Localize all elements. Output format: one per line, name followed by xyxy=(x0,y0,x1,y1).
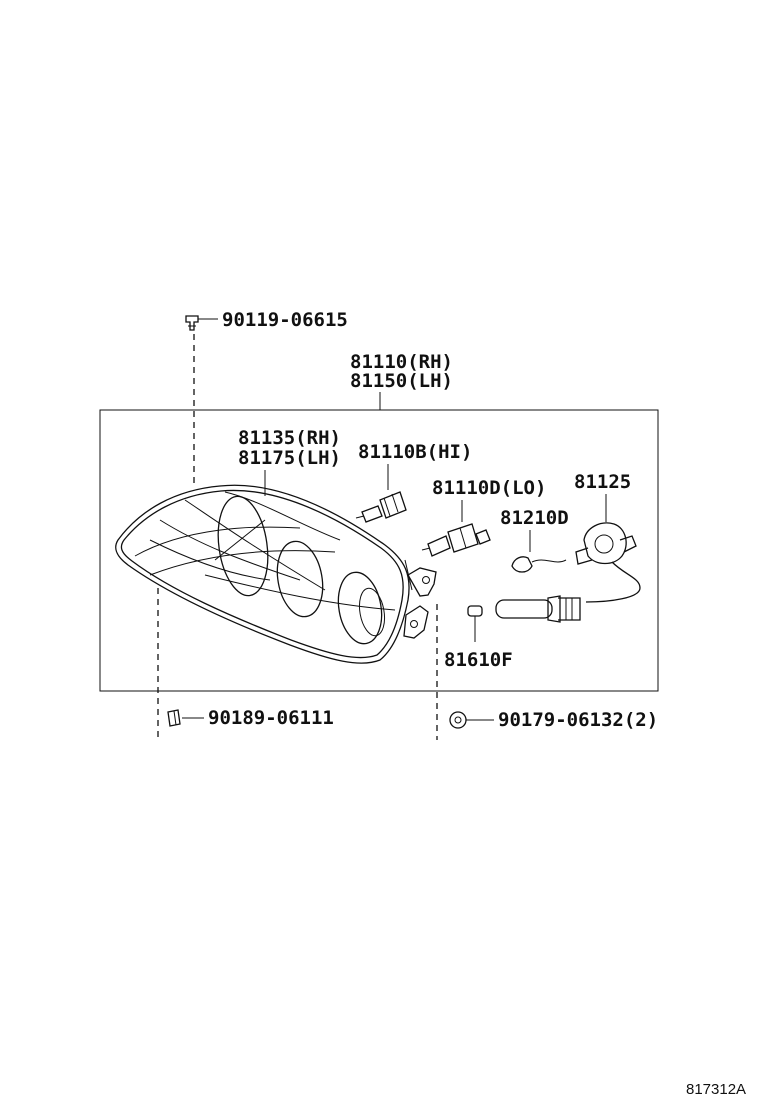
side-bulb-part[interactable] xyxy=(511,556,567,573)
marker-bulb-part[interactable] xyxy=(467,605,483,617)
marker-bulb-label: 81610F xyxy=(444,649,513,671)
bulb-hi-label: 81110B(HI) xyxy=(358,441,472,463)
socket-part[interactable] xyxy=(575,522,641,603)
nut-label: 90179-06132(2) xyxy=(498,709,658,731)
assembly-lh-label: 81150(LH) xyxy=(350,370,453,392)
bulb-lo-label: 81110D(LO) xyxy=(432,477,546,499)
lens-lh-label: 81175(LH) xyxy=(238,447,341,469)
nut-part[interactable] xyxy=(449,711,467,729)
reference-code: 817312A xyxy=(686,1081,746,1098)
bulb-hi-part[interactable] xyxy=(355,491,407,523)
bolt-part-number: 90119-06615 xyxy=(222,309,348,331)
assembly-frame xyxy=(99,409,659,692)
bulb-lo-part[interactable] xyxy=(421,523,491,557)
assembly-rh-label: 81110(RH) xyxy=(350,351,453,373)
bolt-part[interactable] xyxy=(185,315,218,331)
side-bulb-label: 81210D xyxy=(500,507,569,529)
headlamp-housing[interactable] xyxy=(115,484,437,664)
clip-part[interactable] xyxy=(167,709,181,727)
socket-cord[interactable] xyxy=(495,595,581,623)
socket-label: 81125 xyxy=(574,471,631,493)
clip-label: 90189-06111 xyxy=(208,707,334,729)
lens-rh-label: 81135(RH) xyxy=(238,427,341,449)
